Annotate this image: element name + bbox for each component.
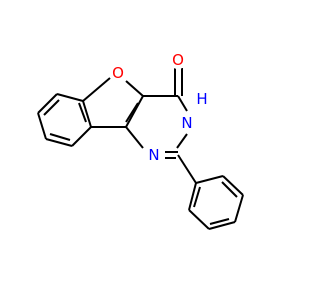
bond: [37, 112, 47, 140]
bond: [222, 175, 244, 196]
oxygen-ring-label: O: [112, 64, 124, 82]
bond: [234, 194, 244, 223]
nitrogen-ring-bg: [145, 146, 163, 164]
bond: [188, 209, 210, 230]
bond: [82, 100, 92, 128]
bond: [43, 99, 60, 116]
oxygen-carbonyl-label: O: [172, 51, 184, 69]
bond: [208, 221, 236, 230]
bond: [125, 102, 139, 123]
bond: [176, 133, 188, 149]
atom-labels: O O N H N: [109, 51, 210, 164]
bond: [78, 102, 87, 123]
bond: [82, 77, 111, 102]
bond: [195, 175, 224, 184]
bond: [125, 126, 144, 149]
oxygen-carbonyl-bg: [169, 51, 187, 69]
phenyl-ring: [177, 154, 244, 230]
bond: [221, 181, 238, 198]
pyrimidinone-ring: [125, 95, 188, 159]
bond: [177, 154, 197, 184]
oxygen-ring-bg: [109, 64, 127, 82]
bond: [193, 186, 201, 208]
bond: [56, 93, 84, 102]
bond: [177, 95, 188, 112]
bond: [45, 138, 73, 147]
molecule-structure: O O N H N: [37, 51, 244, 230]
bond: [125, 80, 144, 97]
bond: [209, 218, 230, 225]
furan-ring: [82, 77, 144, 128]
bond: [49, 133, 71, 141]
hydrogen-nh-label: H: [196, 90, 207, 108]
nitrogen-nh-bg: [178, 114, 196, 132]
bond: [71, 126, 92, 147]
carbonyl-group: [174, 68, 183, 96]
benzene-ring-left: [37, 93, 92, 147]
hydrogen-nh-bg: [194, 91, 210, 107]
bond: [125, 95, 144, 128]
bond: [37, 93, 58, 114]
nitrogen-ring-label: N: [148, 146, 159, 164]
bond: [188, 182, 197, 211]
nitrogen-nh-label: N: [181, 114, 192, 132]
